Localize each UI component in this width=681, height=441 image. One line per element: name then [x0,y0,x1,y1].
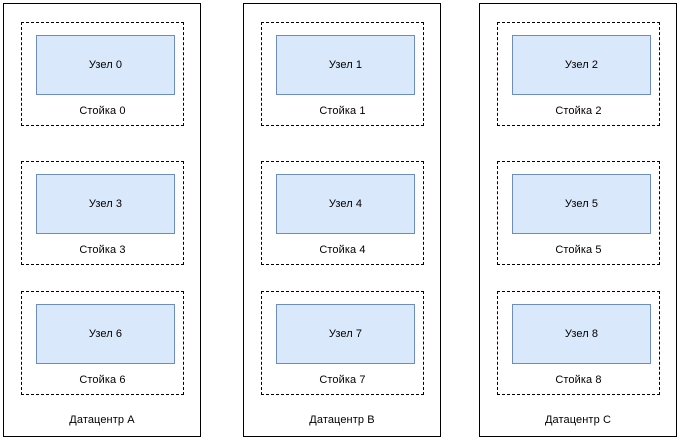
rack-container[interactable]: Узел 2 Стойка 2 [497,22,660,126]
rack-label: Стойка 7 [319,374,366,386]
node-label: Узел 8 [564,327,599,340]
rack-label: Стойка 2 [555,105,602,117]
rack-label: Стойка 8 [555,374,602,386]
node-label: Узел 6 [88,327,123,340]
rack-container[interactable]: Узел 7 Стойка 7 [261,291,424,395]
node-box[interactable]: Узел 4 [276,174,415,234]
node-box[interactable]: Узел 1 [276,35,415,95]
node-label: Узел 0 [88,58,123,71]
rack-label: Стойка 5 [555,244,602,256]
node-box[interactable]: Узел 5 [512,174,651,234]
rack-container[interactable]: Узел 8 Стойка 8 [497,291,660,395]
node-label: Узел 1 [328,58,363,71]
node-box[interactable]: Узел 2 [512,35,651,95]
rack-container[interactable]: Узел 0 Стойка 0 [21,22,184,126]
rack-container[interactable]: Узел 4 Стойка 4 [261,161,424,265]
datacenter-label: Датацентр C [545,414,611,426]
node-label: Узел 5 [564,197,599,210]
node-box[interactable]: Узел 8 [512,304,651,364]
datacenter-container[interactable]: Узел 0 Стойка 0 Узел 3 Стойка 3 Узел 6 Стойка… [3,3,201,437]
rack-label: Стойка 6 [79,374,126,386]
rack-label: Стойка 0 [79,105,126,117]
datacenter-container[interactable]: Узел 2 Стойка 2 Узел 5 Стойка 5 Узел 8 Стойка… [479,3,677,437]
node-label: Узел 3 [88,197,123,210]
rack-container[interactable]: Узел 3 Стойка 3 [21,161,184,265]
node-label: Узел 2 [564,58,599,71]
rack-container[interactable]: Узел 5 Стойка 5 [497,161,660,265]
rack-container[interactable]: Узел 6 Стойка 6 [21,291,184,395]
node-box[interactable]: Узел 3 [36,174,175,234]
rack-label: Стойка 3 [79,244,126,256]
datacenter-label: Датацентр B [309,414,375,426]
node-label: Узел 7 [328,327,363,340]
node-label: Узел 4 [328,197,363,210]
rack-container[interactable]: Узел 1 Стойка 1 [261,22,424,126]
datacenter-label: Датацентр A [69,414,135,426]
datacenter-container[interactable]: Узел 1 Стойка 1 Узел 4 Стойка 4 Узел 7 Стойка… [243,3,441,437]
rack-label: Стойка 1 [319,105,366,117]
node-box[interactable]: Узел 0 [36,35,175,95]
rack-label: Стойка 4 [319,244,366,256]
node-box[interactable]: Узел 6 [36,304,175,364]
node-box[interactable]: Узел 7 [276,304,415,364]
